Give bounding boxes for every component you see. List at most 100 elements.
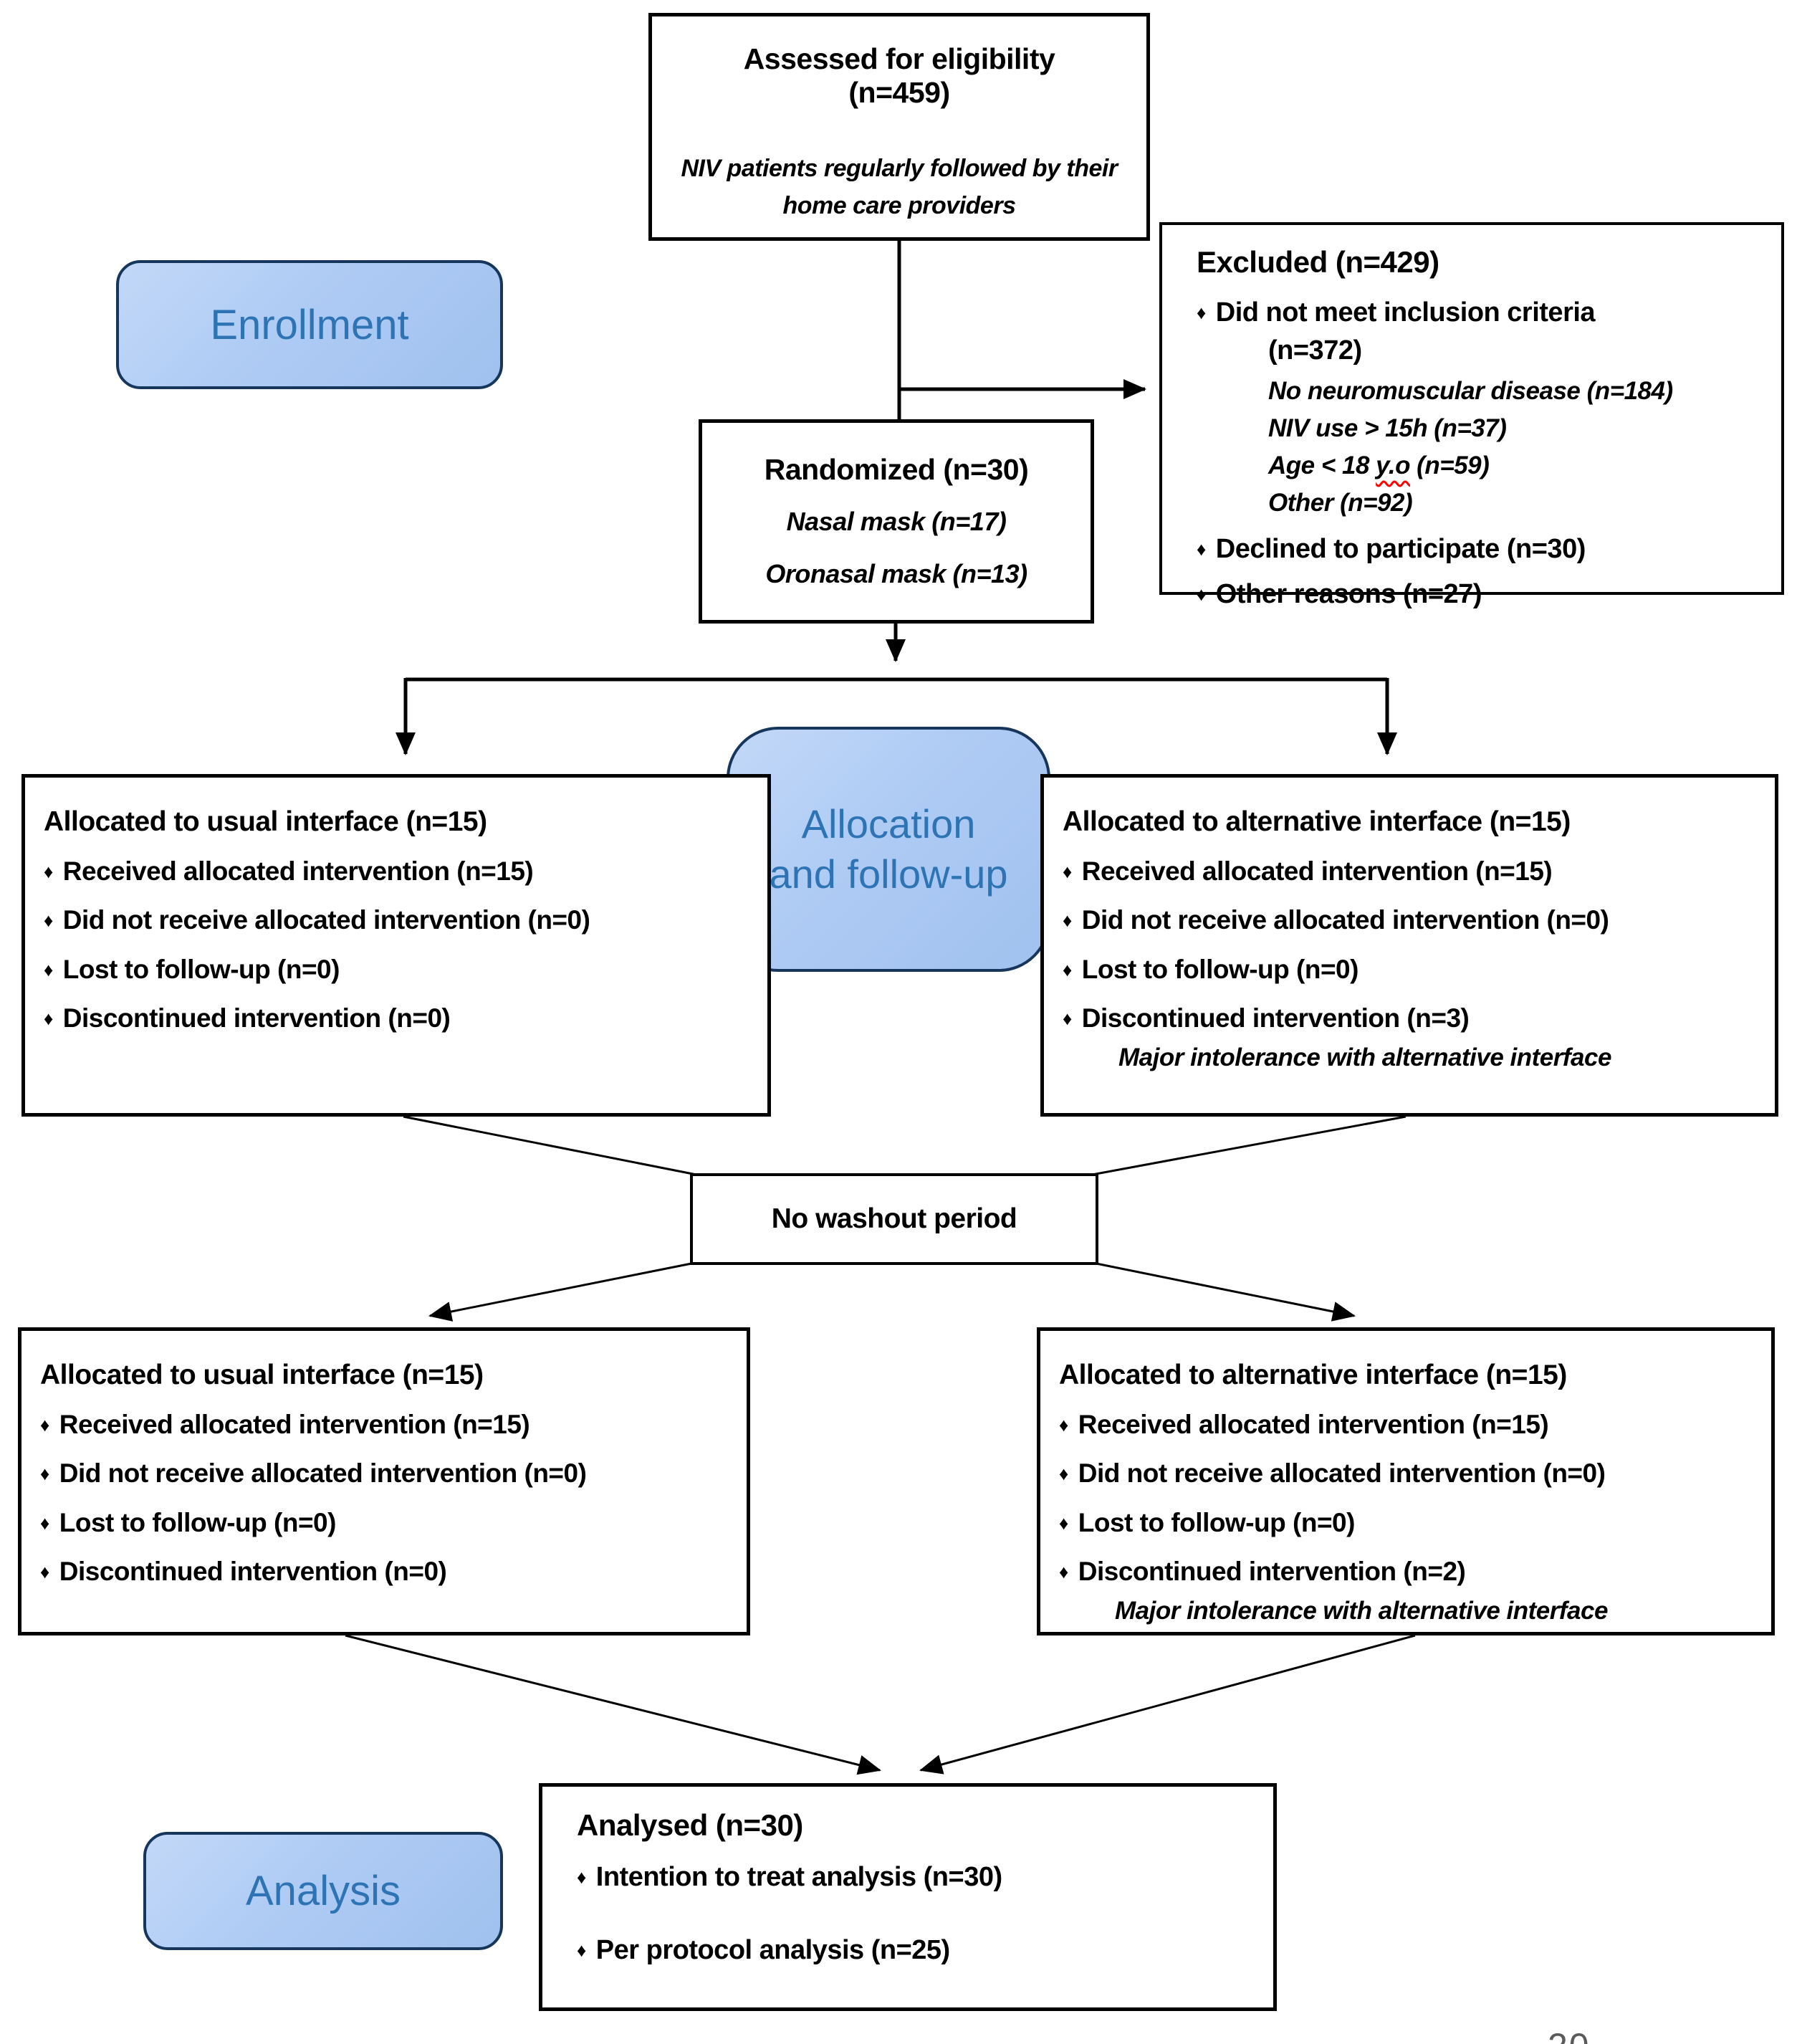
excluded-bullet-inclusion-count: (n=372) [1268,335,1362,366]
bullet-did-not-receive: ♦ Did not receive allocated intervention… [1063,904,1760,936]
bullet-discontinued-text: Discontinued intervention (n=2) [1078,1557,1466,1587]
spacer [652,110,1146,147]
diamond-bullet-icon: ♦ [1059,1561,1068,1583]
assessed-note-line1: NIV patients regularly followed by their [681,155,1118,183]
bullet-received: ♦ Received allocated intervention (n=15) [1059,1409,1757,1441]
bullet-did-not-receive: ♦ Did not receive allocated intervention… [44,904,753,936]
assessed-title-line1: Assessed for eligibility [743,42,1055,75]
allocated-alternative-box-period2: Allocated to alternative interface (n=15… [1037,1327,1775,1635]
allocated-usual-box-period2: Allocated to usual interface (n=15) ♦ Re… [18,1327,750,1635]
bullet-did-not-receive-text: Did not receive allocated intervention (… [1081,905,1609,935]
excluded-bullet-declined-text: Declined to participate (n=30) [1215,533,1586,564]
excluded-sub-age-misspelled: y.o [1376,452,1410,480]
diamond-bullet-icon: ♦ [1063,1008,1072,1030]
diamond-bullet-icon: ♦ [1197,538,1206,560]
diamond-bullet-icon: ♦ [1063,909,1072,932]
major-intolerance-note: Major intolerance with alternative inter… [1115,1597,1608,1625]
bullet-lost-followup-text: Lost to follow-up (n=0) [59,1507,337,1537]
randomized-title: Randomized (n=30) [764,453,1029,486]
excluded-sub-age-post: (n=59) [1409,452,1490,480]
excluded-sub-neuromuscular: No neuromuscular disease (n=184) [1268,376,1673,405]
allocated-usual-title: Allocated to usual interface (n=15) [44,806,487,837]
bullet-did-not-receive: ♦ Did not receive allocated intervention… [1059,1458,1757,1489]
analysis-stage-label: Analysis [143,1832,503,1950]
bullet-did-not-receive-text: Did not receive allocated intervention (… [1078,1458,1606,1489]
excluded-sub-age-pre: Age < 18 [1268,452,1376,480]
bullet-discontinued: ♦ Discontinued intervention (n=0) [40,1556,732,1587]
excluded-title: Excluded (n=429) [1197,245,1439,279]
excluded-bullet-other-reasons-text: Other reasons (n=27) [1215,579,1482,610]
allocated-alternative-box-period1: Allocated to alternative interface (n=15… [1040,774,1778,1117]
no-washout-title: No washout period [771,1203,1017,1234]
allocated-alternative-title: Allocated to alternative interface (n=15… [1063,806,1571,837]
randomized-nasal-mask: Nasal mask (n=17) [786,507,1007,537]
excluded-sub-niv-use: NIV use > 15h (n=37) [1268,414,1507,443]
excluded-sub-other: Other (n=92) [1268,489,1413,517]
bullet-discontinued: ♦ Discontinued intervention (n=0) [44,1003,753,1034]
bullet-per-protocol: ♦ Per protocol analysis (n=25) [577,1934,1259,1967]
excluded-bullet-declined: ♦ Declined to participate (n=30) [1197,533,1767,566]
bullet-received-text: Received allocated intervention (n=15) [59,1409,530,1439]
excluded-sub-age: Age < 18 y.o (n=59) [1197,449,1767,482]
diamond-bullet-icon: ♦ [577,1866,586,1888]
enrollment-stage-label: Enrollment [116,260,503,389]
bullet-received-text: Received allocated intervention (n=15) [62,856,534,886]
allocated-alternative-title: Allocated to alternative interface (n=15… [1059,1360,1567,1390]
analysed-title: Analysed (n=30) [577,1808,803,1842]
assessed-note-line2: home care providers [782,192,1016,220]
diamond-bullet-icon: ♦ [1059,1413,1068,1436]
excluded-bullet-inclusion-text: Did not meet inclusion criteria [1215,297,1596,328]
bullet-intention-to-treat: ♦ Intention to treat analysis (n=30) [577,1861,1259,1894]
bullet-per-protocol-text: Per protocol analysis (n=25) [595,1934,950,1965]
diamond-bullet-icon: ♦ [1197,583,1206,606]
diamond-bullet-icon: ♦ [44,958,53,980]
excluded-bullet-inclusion: ♦ Did not meet inclusion criteria [1197,297,1767,330]
bullet-lost-followup: ♦ Lost to follow-up (n=0) [40,1507,732,1539]
bullet-did-not-receive-text: Did not receive allocated intervention (… [62,905,590,935]
diamond-bullet-icon: ♦ [44,1008,53,1030]
bullet-lost-followup-text: Lost to follow-up (n=0) [1078,1507,1356,1537]
bullet-received: ♦ Received allocated intervention (n=15) [1063,856,1760,887]
bullet-received: ♦ Received allocated intervention (n=15) [40,1409,732,1441]
bullet-discontinued: ♦ Discontinued intervention (n=3) [1063,1003,1760,1034]
allocated-usual-box-period1: Allocated to usual interface (n=15) ♦ Re… [21,774,771,1117]
major-intolerance-note: Major intolerance with alternative inter… [1118,1044,1611,1072]
bullet-received: ♦ Received allocated intervention (n=15) [44,856,753,887]
assessed-box: Assessed for eligibility (n=459) NIV pat… [648,13,1150,241]
bullet-discontinued-text: Discontinued intervention (n=0) [62,1003,451,1033]
diamond-bullet-icon: ♦ [577,1939,586,1961]
allocation-stage-label: Allocation and follow-up [727,727,1050,972]
diamond-bullet-icon: ♦ [44,860,53,882]
excluded-box: Excluded (n=429) ♦ Did not meet inclusio… [1159,222,1784,609]
bullet-intention-to-treat-text: Intention to treat analysis (n=30) [595,1862,1002,1893]
bullet-lost-followup: ♦ Lost to follow-up (n=0) [1059,1507,1757,1539]
page-number: 20 [1548,2025,1591,2044]
diamond-bullet-icon: ♦ [1063,958,1072,980]
bullet-did-not-receive-text: Did not receive allocated intervention (… [59,1458,587,1489]
bullet-lost-followup-text: Lost to follow-up (n=0) [1081,954,1359,984]
analysed-box: Analysed (n=30) ♦ Intention to treat ana… [539,1783,1277,2011]
bullet-did-not-receive: ♦ Did not receive allocated intervention… [40,1458,732,1489]
diamond-bullet-icon: ♦ [44,909,53,932]
bullet-lost-followup: ♦ Lost to follow-up (n=0) [44,954,753,985]
diamond-bullet-icon: ♦ [1063,860,1072,882]
bullet-discontinued-text: Discontinued intervention (n=0) [59,1557,447,1587]
bullet-discontinued: ♦ Discontinued intervention (n=2) [1059,1556,1757,1587]
bullet-discontinued-text: Discontinued intervention (n=3) [1081,1003,1470,1033]
diamond-bullet-icon: ♦ [1059,1463,1068,1485]
allocated-usual-title: Allocated to usual interface (n=15) [40,1360,484,1390]
diamond-bullet-icon: ♦ [40,1413,49,1436]
bullet-received-text: Received allocated intervention (n=15) [1081,856,1553,886]
diamond-bullet-icon: ♦ [1197,302,1206,324]
diamond-bullet-icon: ♦ [1059,1511,1068,1534]
bullet-lost-followup: ♦ Lost to follow-up (n=0) [1063,954,1760,985]
assessed-title-line2: (n=459) [848,76,950,110]
diamond-bullet-icon: ♦ [40,1463,49,1485]
diamond-bullet-icon: ♦ [40,1561,49,1583]
randomized-box: Randomized (n=30) Nasal mask (n=17) Oron… [699,419,1094,624]
excluded-bullet-other-reasons: ♦ Other reasons (n=27) [1197,578,1767,611]
diamond-bullet-icon: ♦ [40,1511,49,1534]
randomized-oronasal-mask: Oronasal mask (n=13) [765,558,1027,588]
bullet-received-text: Received allocated intervention (n=15) [1078,1409,1549,1439]
